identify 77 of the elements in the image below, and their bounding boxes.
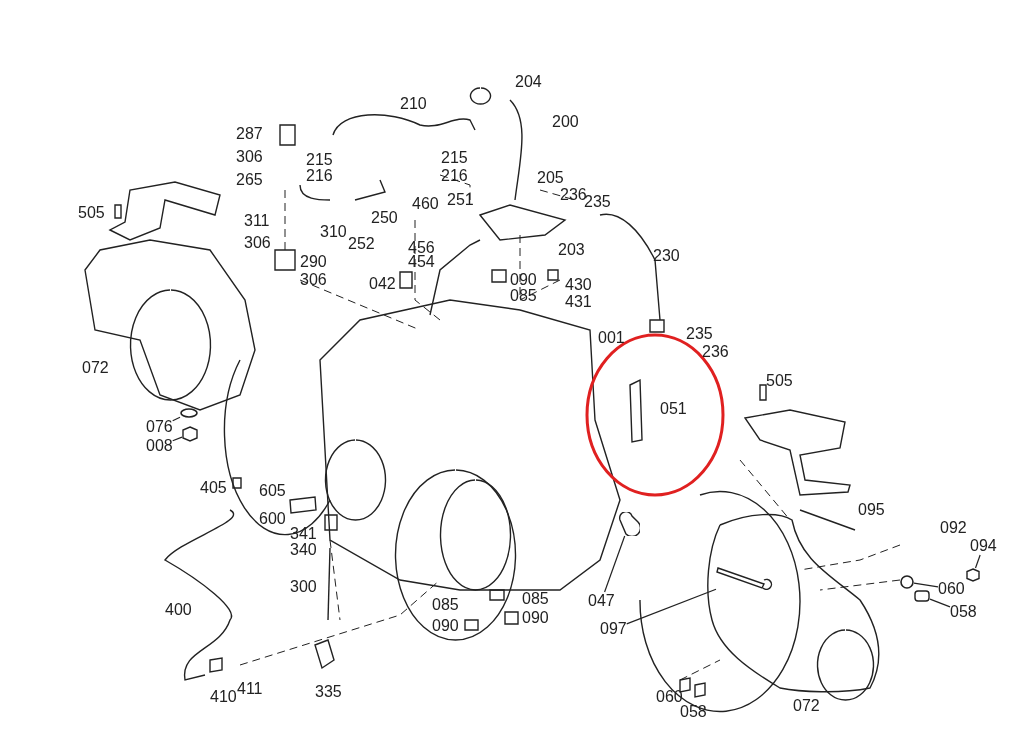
callout-number: 505: [766, 372, 793, 390]
callout-number: 060: [656, 688, 683, 705]
callout-number: 430: [565, 276, 592, 294]
callout-number: 287: [236, 125, 263, 143]
callout-number: 051: [660, 400, 687, 418]
callout-number: 306: [244, 234, 271, 252]
callout-number: 200: [552, 113, 579, 131]
callout-number: 410: [210, 688, 237, 706]
callout-number: 236: [560, 186, 587, 203]
callout-number: 072: [793, 697, 820, 715]
callout-number: 042: [369, 275, 396, 293]
callout-number: 058: [680, 703, 707, 721]
callout-number: 460: [412, 195, 439, 213]
nut-drawing: [966, 568, 980, 582]
callout-number: 072: [82, 359, 109, 377]
callout-number: 060: [938, 580, 965, 598]
callout-number: 097: [600, 620, 627, 638]
callout-number: 252: [348, 235, 375, 253]
callout-number: 600: [259, 510, 286, 528]
bolt-drawing: [716, 566, 774, 590]
callout-number: 230: [653, 247, 680, 265]
washer-drawing: [900, 575, 914, 589]
callout-number: 203: [558, 241, 585, 259]
callout-number: 341: [290, 525, 317, 543]
callout-number: 405: [200, 479, 227, 497]
callout-number: 001: [598, 329, 625, 347]
callout-number: 456: [408, 239, 435, 256]
leader-line: [913, 582, 939, 588]
callout-number: 300: [290, 578, 317, 596]
callout-number: 235: [686, 325, 713, 343]
callout-number: 210: [400, 95, 427, 113]
leader-line: [929, 598, 951, 608]
callout-number: 340: [290, 541, 317, 559]
callout-number: 085: [432, 596, 459, 614]
callout-number: 265: [236, 171, 263, 189]
callout-number: 605: [259, 482, 286, 500]
callout-number: 306: [236, 148, 263, 166]
leader-line: [974, 554, 981, 569]
callout-number: 311: [244, 212, 270, 230]
callout-number: 454: [408, 253, 435, 271]
leader-line: [172, 436, 183, 442]
callout-number: 085: [522, 590, 549, 608]
callout-number: 085: [510, 287, 537, 305]
leader-line: [626, 588, 717, 625]
callout-number: 335: [315, 683, 342, 701]
callout-number: 306: [300, 271, 327, 289]
callout-number: 251: [447, 191, 474, 209]
callout-number: 076: [146, 418, 173, 436]
callout-number: 090: [522, 609, 549, 627]
callout-number: 236: [702, 343, 729, 361]
callout-number: 008: [146, 437, 173, 455]
callout-number: 215: [441, 149, 468, 167]
callout-number: 411: [237, 680, 263, 697]
callout-number: 204: [515, 73, 542, 91]
callout-number: 095: [858, 501, 885, 519]
callout-number: 047: [588, 592, 615, 610]
callout-number: 431: [565, 293, 592, 311]
washer-drawing: [180, 408, 198, 418]
callout-number: 090: [432, 617, 459, 635]
callout-number: 094: [970, 537, 997, 555]
callout-number: 505: [78, 204, 105, 222]
callout-number: 310: [320, 223, 347, 241]
bushing-drawing: [618, 512, 640, 536]
callout-number: 090: [510, 271, 537, 289]
callout-number: 400: [165, 601, 192, 619]
callout-number: 250: [371, 209, 398, 227]
plug-drawing: [914, 588, 930, 604]
callout-number: 215: [306, 151, 333, 169]
leader-line: [172, 416, 181, 422]
leader-line: [604, 535, 626, 593]
nut-drawing: [182, 426, 198, 442]
callout-number: 205: [537, 169, 564, 187]
callout-number: 290: [300, 253, 327, 271]
callout-number: 058: [950, 603, 977, 621]
callout-number: 216: [441, 167, 468, 185]
callout-number: 092: [940, 519, 967, 537]
callout-number: 216: [306, 167, 333, 185]
